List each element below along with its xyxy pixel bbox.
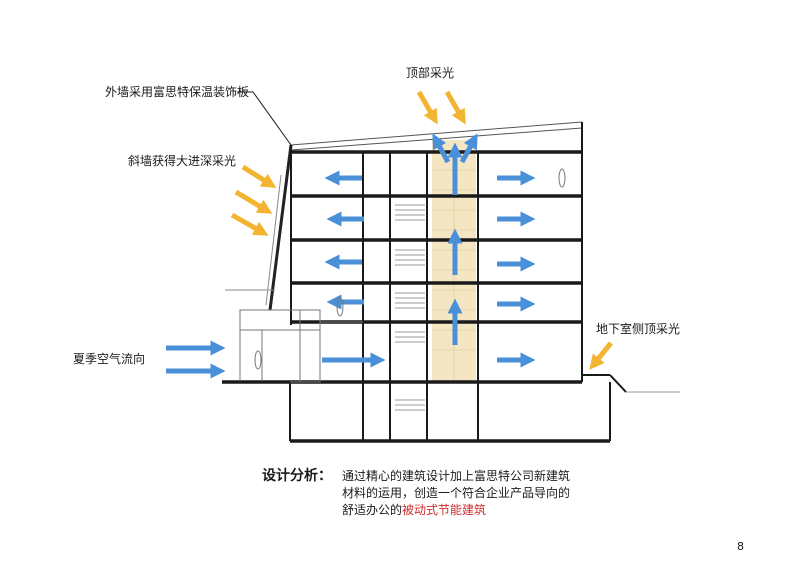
analysis-heading: 设计分析： [262,468,332,484]
inclined-sun-arrow-3 [230,212,269,236]
roof-sun-arrow-1 [416,90,438,125]
stair [395,204,425,411]
basement-light-well [582,374,627,393]
passive-building-highlight: 被动式节能建筑 [402,503,487,517]
basement-sun-arrow [589,341,613,370]
roof-light-label: 顶部采光 [406,66,455,80]
summer-air-label: 夏季空气流向 [73,352,146,366]
sunlight-arrows [230,90,613,370]
analysis-body: 通过精心的建筑设计加上富思特公司新建筑 材料的运用，创造一个符合企业产品导向的 … [342,468,570,519]
facade-label: 外墙采用富思特保温装饰板 [105,85,250,99]
airflow-arrows [166,133,536,379]
walls [289,122,611,441]
analysis-line-2: 材料的运用，创造一个符合企业产品导向的 [342,486,571,500]
analysis-line-3: 舒适办公的被动式节能建筑 [342,502,570,519]
people-figures [254,168,566,370]
roof-exhaust-arrow-left [432,133,451,164]
inclined-wall [225,144,293,311]
page-number: 8 [737,540,744,553]
facade-leader-line [237,91,292,146]
roof-sun-arrow-2 [444,90,466,125]
analysis-line-3-prefix: 舒适办公的 [342,503,403,517]
inclined-sun-arrow-1 [241,164,277,188]
analysis-line-1: 通过精心的建筑设计加上富思特公司新建筑 [342,469,571,483]
inclined-wall-label: 斜墙获得大进深采光 [128,154,237,168]
roof-exhaust-arrow-right [459,133,478,164]
inclined-sun-arrow-2 [234,189,273,214]
floor-slabs [222,150,610,443]
basement-light-label: 地下室侧顶采光 [596,322,681,336]
